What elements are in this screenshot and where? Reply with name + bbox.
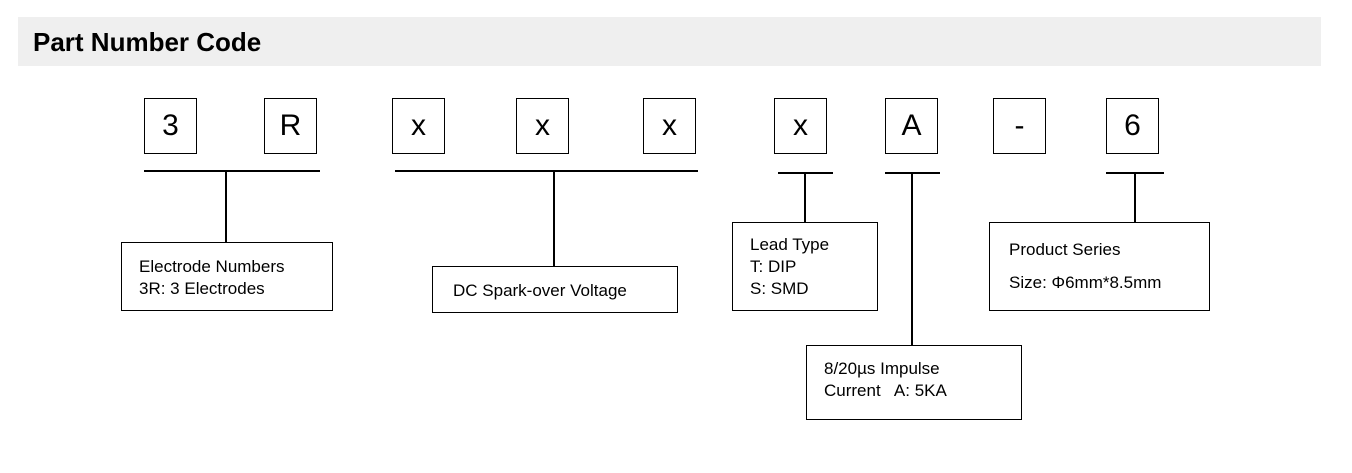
electrode-value: 3R: 3 Electrodes bbox=[139, 279, 265, 298]
code-box-4: x bbox=[516, 98, 569, 154]
code-box-5: x bbox=[643, 98, 696, 154]
code-box-6: x bbox=[774, 98, 827, 154]
code-box-8: - bbox=[993, 98, 1046, 154]
voltage-title: DC Spark-over Voltage bbox=[453, 281, 627, 300]
impulse-value: Current A: 5KA bbox=[824, 381, 947, 400]
section-header: Part Number Code bbox=[18, 17, 1321, 66]
code-char: x bbox=[793, 109, 808, 142]
code-char: x bbox=[662, 109, 677, 142]
code-char: x bbox=[535, 109, 550, 142]
code-char: R bbox=[279, 109, 302, 142]
connector-series bbox=[1134, 172, 1136, 223]
bracket-voltage bbox=[395, 170, 698, 172]
section-title: Part Number Code bbox=[33, 27, 262, 57]
electrode-title: Electrode Numbers bbox=[139, 257, 285, 276]
series-size: Size: Φ6mm*8.5mm bbox=[1009, 273, 1162, 292]
lead-type-box: Lead Type T: DIP S: SMD bbox=[732, 222, 878, 311]
code-box-3: x bbox=[392, 98, 445, 154]
electrode-numbers-box: Electrode Numbers 3R: 3 Electrodes bbox=[121, 242, 333, 311]
series-title: Product Series bbox=[1009, 240, 1121, 259]
connector-voltage bbox=[553, 170, 555, 267]
code-box-1: 3 bbox=[144, 98, 197, 154]
product-series-box: Product Series Size: Φ6mm*8.5mm bbox=[989, 222, 1210, 311]
lead-title: Lead Type bbox=[750, 235, 830, 254]
connector-lead bbox=[804, 172, 806, 223]
lead-smd: S: SMD bbox=[750, 279, 809, 298]
impulse-current-box: 8/20µs Impulse Current A: 5KA bbox=[806, 345, 1022, 420]
connector-electrode bbox=[225, 170, 227, 243]
impulse-title: 8/20µs Impulse bbox=[824, 359, 940, 378]
spark-over-voltage-box: DC Spark-over Voltage bbox=[432, 266, 678, 313]
bracket-electrode bbox=[144, 170, 320, 172]
code-box-9: 6 bbox=[1106, 98, 1159, 154]
code-box-2: R bbox=[264, 98, 317, 154]
code-char: 3 bbox=[162, 109, 179, 142]
code-char: 6 bbox=[1124, 109, 1141, 142]
code-box-7: A bbox=[885, 98, 938, 154]
lead-dip: T: DIP bbox=[750, 257, 797, 276]
connector-impulse bbox=[911, 172, 913, 346]
code-char: - bbox=[1014, 109, 1025, 142]
code-char: A bbox=[901, 109, 922, 142]
code-char: x bbox=[411, 109, 426, 142]
